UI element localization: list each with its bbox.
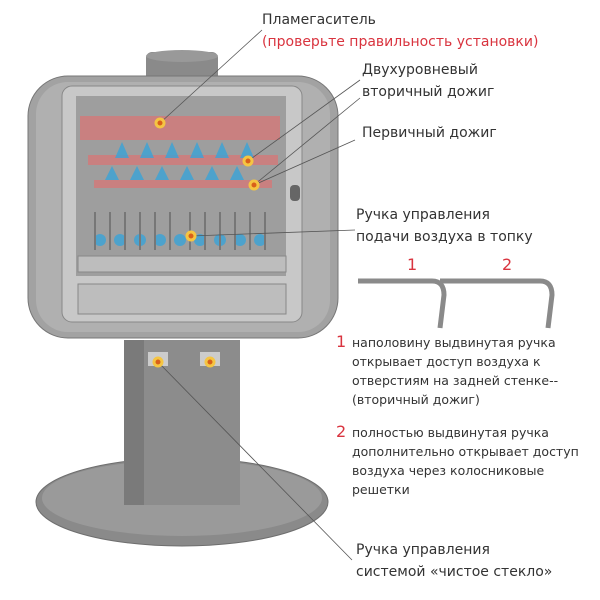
label-glass-handle-1: Ручка управления <box>356 542 490 558</box>
note-2-number: 2 <box>336 422 347 441</box>
label-secondary-1: Двухуровневый <box>362 62 478 78</box>
marker-dots <box>152 117 260 368</box>
label-primary: Первичный дожиг <box>362 125 497 141</box>
door-handle <box>290 185 300 201</box>
handle-position-1: 1 <box>407 255 418 274</box>
label-secondary-2: вторичный дожиг <box>362 84 495 100</box>
note-2-text: полностью выдвинутая ручка дополнительно… <box>352 425 579 497</box>
label-glass-handle-2: системой «чистое стекло» <box>356 564 553 580</box>
label-flame-arrester-note: (проверьте правильность установки) <box>262 34 539 50</box>
label-air-handle-2: подачи воздуха в топку <box>356 229 533 245</box>
label-flame-arrester: Пламегаситель <box>262 12 376 28</box>
note-1-text: наполовину выдвинутая ручка открывает до… <box>352 335 559 407</box>
note-1-number: 1 <box>336 332 347 351</box>
handle-position-2: 2 <box>502 255 513 274</box>
label-air-handle-1: Ручка управления <box>356 207 490 223</box>
flame-arrester <box>80 116 280 140</box>
handle-diagram <box>358 278 555 329</box>
